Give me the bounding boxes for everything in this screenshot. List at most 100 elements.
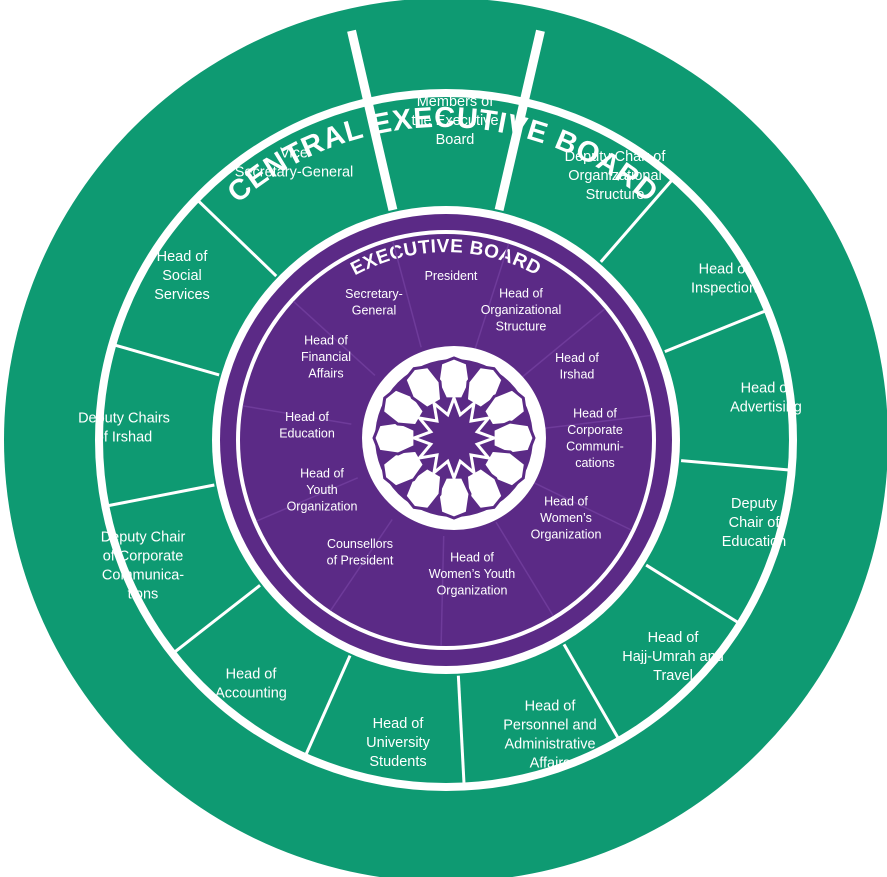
outer-member-label-line: Hajj-Umrah and xyxy=(622,649,724,665)
outer-member-label-line: Head of xyxy=(226,667,278,683)
outer-member-label-line: Administrative xyxy=(504,737,595,753)
inner-member-label-line: Head of xyxy=(544,495,588,509)
outer-member-label: Head of Inspection xyxy=(691,262,757,297)
emblem-star xyxy=(409,393,499,483)
emblem-petal xyxy=(436,475,472,520)
inner-member-label-line: Irshad xyxy=(560,367,595,381)
inner-member-label-line: Head of xyxy=(300,467,344,481)
emblem-petal xyxy=(380,448,427,489)
outer-member-label-line: Accounting xyxy=(215,686,287,702)
inner-member-label-line: Financial xyxy=(301,350,351,364)
inner-member-label-line: Secretary- xyxy=(345,287,403,301)
inner-sector-separator xyxy=(440,535,445,646)
outer-sector-separator xyxy=(645,563,741,625)
outer-member-label-line: Education xyxy=(722,534,787,550)
inner-member-label-line: Organization xyxy=(531,528,602,542)
inner-member-label: Head of Education xyxy=(279,410,335,441)
inner-member-label: Counsellors of President xyxy=(327,537,394,568)
outer-member-label-line: tions xyxy=(128,587,159,603)
outer-member-label-line: Head of xyxy=(699,262,751,278)
outer-member-label-line: Organizational xyxy=(568,168,662,184)
outer-sector-separator xyxy=(172,584,261,655)
inner-ring-divider xyxy=(236,230,656,650)
inner-member-label-line: Organization xyxy=(287,500,358,514)
outer-member-label-line: Deputy Chairs xyxy=(78,411,170,427)
outer-member-label-line: of Corporate xyxy=(103,549,184,565)
outer-member-label-line: Head of xyxy=(741,381,793,397)
outer-member-label-line: Deputy xyxy=(731,496,778,512)
outer-member-label-line: Head of xyxy=(373,716,425,732)
inner-member-label-line: Structure xyxy=(496,320,547,334)
outer-member-label-line: Head of xyxy=(525,699,577,715)
outer-member-label-line: Communica- xyxy=(102,568,184,584)
outer-sector-separator xyxy=(664,308,768,353)
outer-member-label-line: Members of xyxy=(417,94,495,110)
inner-member-label-line: of President xyxy=(327,553,394,567)
inner-sector-separator xyxy=(256,477,359,522)
outer-member-label-line: Students xyxy=(369,754,426,770)
outer-member-label-line: Board xyxy=(436,132,475,148)
outer-sector-separator xyxy=(494,29,545,212)
outer-sector-separator xyxy=(106,483,215,508)
outer-member-label-line: Affairs xyxy=(530,756,571,772)
emblem-petal xyxy=(403,364,444,411)
outer-ring-divider xyxy=(95,89,797,791)
inner-sector-separator xyxy=(532,481,632,531)
outer-member-label: Head of Accounting xyxy=(215,667,287,702)
inner-member-label-line: Women’s xyxy=(540,511,592,525)
inner-member-label-line: Head of xyxy=(555,351,599,365)
outer-member-label-line: Inspection xyxy=(691,281,757,297)
outer-member-label-line: Social xyxy=(162,268,202,284)
outer-sector-separators xyxy=(106,29,791,786)
inner-sector-separator xyxy=(391,240,422,348)
outer-member-label-line: of Irshad xyxy=(96,430,152,446)
emblem-petal xyxy=(372,420,417,456)
outer-member-label-line: Deputy Chair of xyxy=(565,149,667,165)
inner-member-label-line: Communi- xyxy=(566,439,624,453)
inner-member-label-line: President xyxy=(425,269,478,283)
inner-member-label-line: Education xyxy=(279,426,335,440)
inner-member-label-line: Head of xyxy=(285,410,329,424)
inner-member-label-line: cations xyxy=(575,456,615,470)
inner-sector-separator xyxy=(495,521,554,617)
outer-member-label-line: the Executive xyxy=(411,113,498,129)
inner-member-label-line: Corporate xyxy=(567,423,623,437)
outer-member-label-line: Travel xyxy=(653,668,693,684)
outer-member-label-line: University xyxy=(366,735,430,751)
inner-member-label: Secretary-General xyxy=(345,287,403,318)
emblem-petal xyxy=(481,387,528,428)
inner-member-label-line: Organization xyxy=(437,584,508,598)
twelve-point-star-emblem-icon xyxy=(362,346,546,530)
inner-member-label-line: Women’s Youth xyxy=(429,567,515,581)
emblem-petal xyxy=(464,465,505,512)
outer-sector-separator xyxy=(562,643,621,741)
inner-sector-separators xyxy=(242,240,651,646)
inner-member-label-line: Organizational xyxy=(481,303,562,317)
inner-sector-separator xyxy=(293,300,376,376)
outer-member-label-line: Services xyxy=(154,287,210,303)
inner-member-label-line: Head of xyxy=(450,551,494,565)
outer-member-label: Deputy Chairs of Irshad xyxy=(78,411,170,446)
inner-member-label: President xyxy=(425,269,478,283)
inner-sector-separator xyxy=(474,243,510,349)
inner-member-label-line: Counsellors xyxy=(327,537,393,551)
outer-member-label-line: Vice xyxy=(280,146,308,162)
outer-sector-separator xyxy=(680,459,791,472)
outer-sector-separator xyxy=(196,198,278,278)
inner-member-label-line: Head of xyxy=(499,287,543,301)
